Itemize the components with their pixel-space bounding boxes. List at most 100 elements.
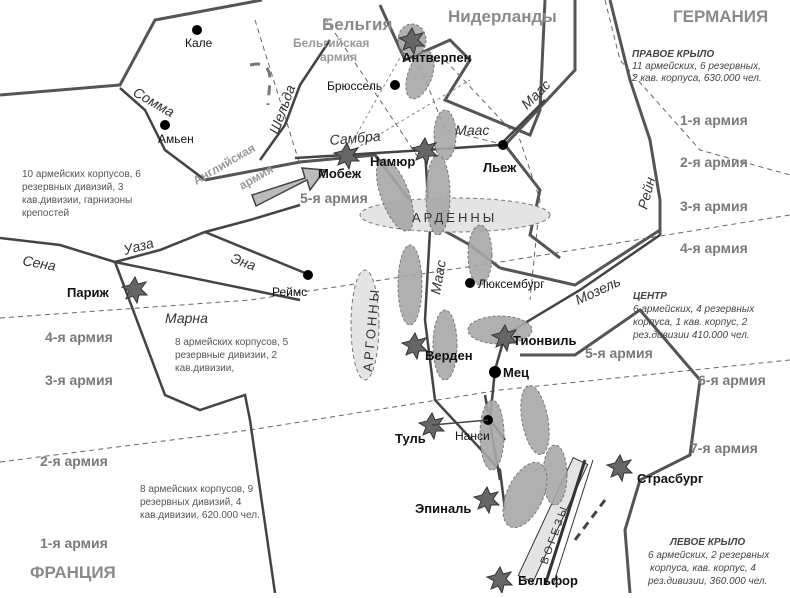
dashed-line-7 — [444, 59, 541, 301]
note-fr-left-line4: крепостей — [22, 208, 69, 219]
country-germany: ГЕРМАНИЯ — [673, 7, 768, 26]
region-ardennes: АРДЕННЫ — [412, 210, 497, 225]
region-argonne: АРГОННЫ — [360, 286, 382, 372]
note-left-wing: ЛЕВОЕ КРЫЛО 6 армейских, 2 резервных кор… — [647, 537, 770, 587]
army-ellipse-3 — [376, 158, 414, 232]
city-nancy: Нанси — [455, 429, 490, 443]
belgium-netherlands-border — [378, 0, 547, 137]
note-center-title: ЦЕНТР — [633, 291, 667, 302]
city-antwerp: Антверпен — [402, 50, 472, 65]
fortress-star-icon — [332, 141, 361, 171]
fortress-star-icon — [397, 26, 426, 56]
note-center: ЦЕНТР 6 армейских, 4 резервных корпуса, … — [632, 291, 755, 341]
note-left-wing-line1: 6 армейских, 2 резервных — [648, 550, 770, 561]
river-label-seine: Сена — [21, 252, 57, 274]
luxembourg-border — [499, 228, 661, 287]
dashed-line-3 — [604, 0, 790, 176]
french-army-2: 2-я армия — [40, 453, 108, 469]
argonne-region — [350, 269, 380, 381]
fortress-star-icon — [490, 323, 519, 353]
city-amiens: Амьен — [158, 132, 194, 146]
note-left-wing-title: ЛЕВОЕ КРЫЛО — [669, 537, 745, 548]
city-verdun: Верден — [425, 348, 473, 363]
city-metz: Мец — [503, 365, 529, 380]
dashed-line-5 — [324, 17, 421, 161]
city-brussels: Брюссель — [327, 79, 382, 93]
river-marne-part2 — [248, 419, 277, 594]
army-ellipse-4 — [425, 154, 451, 236]
french-army-3: 3-я армия — [45, 372, 113, 388]
army-ellipse-10 — [520, 384, 550, 456]
note-fr-left-line1: 10 армейских корпусов, 6 — [22, 169, 141, 180]
army-ellipse-11 — [542, 444, 568, 506]
city-belfort: Бельфор — [518, 573, 578, 588]
coastline — [0, 0, 263, 97]
dashed-line-4 — [254, 19, 301, 166]
note-french-left: 10 армейских корпусов, 6 резервных дивиз… — [22, 169, 141, 219]
river-scheldt — [258, 39, 332, 161]
german-army-3: 3-я армия — [680, 198, 748, 214]
note-fr-mid-line3: кав.дивизии, — [175, 363, 234, 374]
vosges-dashes — [573, 499, 607, 541]
rhine-border-line — [608, 0, 662, 235]
city-luxembourg: Люксембург — [478, 277, 545, 291]
note-center-line3: рез.дивизии 410.000 чел. — [632, 330, 750, 341]
german-army-2: 2-я армия — [680, 154, 748, 170]
city-calais: Кале — [185, 36, 213, 50]
german-army-7: 7-я армия — [690, 440, 758, 456]
army-ellipse-12 — [502, 461, 548, 529]
fortress-star-icon — [417, 411, 446, 441]
note-right-wing-line1: 11 армейских, 6 резервных, — [632, 61, 761, 72]
army-ellipse-2 — [433, 109, 457, 161]
toul-nancy-link — [431, 419, 489, 426]
fortress-star-icon — [472, 485, 501, 515]
english-army-route — [249, 62, 327, 208]
river-label-meuse-north: Маас — [455, 122, 489, 138]
city-epinal: Эпиналь — [415, 501, 471, 516]
fortress-star-icon — [410, 136, 439, 166]
army-ellipse-1 — [405, 50, 435, 100]
vosges-ridge — [543, 459, 587, 586]
city-dots — [160, 25, 508, 425]
german-army-5: 5-я армия — [585, 345, 653, 361]
country-belgium: Бельгия — [322, 15, 392, 34]
army-ellipse-5 — [467, 224, 493, 286]
dashed-line-1 — [0, 214, 790, 319]
french-army-1: 1-я армия — [40, 535, 108, 551]
note-fr-bottom-line1: 8 армейских корпусов, 9 — [140, 484, 254, 495]
note-fr-mid-line1: 8 армейских корпусов, 5 — [175, 337, 289, 348]
river-label-marne: Марна — [165, 310, 208, 326]
city-paris: Париж — [67, 285, 110, 300]
note-french-middle: 8 армейских корпусов, 5 резервные дивизи… — [175, 337, 289, 374]
river-somme — [119, 87, 206, 181]
german-army-4: 4-я армия — [680, 240, 748, 256]
french-army-4: 4-я армия — [45, 329, 113, 345]
river-label-oise: Уаза — [121, 234, 156, 258]
city-toul: Туль — [395, 431, 426, 446]
german-army-formations — [376, 23, 568, 529]
belgian-army-line2: армия — [320, 50, 357, 64]
city-dot-liege — [498, 140, 508, 150]
netherlands-germany-border — [503, 0, 577, 147]
note-center-line1: 6 армейских, 4 резервных — [633, 304, 755, 315]
english-army-line2: армия — [237, 162, 276, 193]
note-right-wing-line2: 2 кав. корпуса, 630.000 чел. — [631, 73, 762, 84]
river-label-meuse-ne: Маас — [518, 76, 554, 112]
river-marne-right — [114, 260, 301, 302]
fortress-star-icon — [605, 453, 634, 483]
dashed-lines — [0, 0, 790, 463]
river-seine — [0, 236, 116, 264]
french-army-5: 5-я армия — [300, 190, 368, 206]
army-ellipse-7 — [432, 309, 458, 381]
note-fr-left-line3: кав.дивизии, гарнизоны — [22, 195, 132, 206]
belgian-army-line1: Бельгийская — [293, 36, 369, 50]
city-strasbourg: Страсбург — [637, 471, 704, 486]
river-label-sambre: Самбра — [329, 128, 382, 148]
note-right-wing-title: ПРАВОЕ КРЫЛО — [632, 49, 714, 60]
vosges-ridge-2 — [552, 459, 594, 586]
fortress-star-icon — [120, 275, 149, 305]
city-dot-calais — [192, 25, 202, 35]
city-dot-metz — [489, 366, 501, 378]
